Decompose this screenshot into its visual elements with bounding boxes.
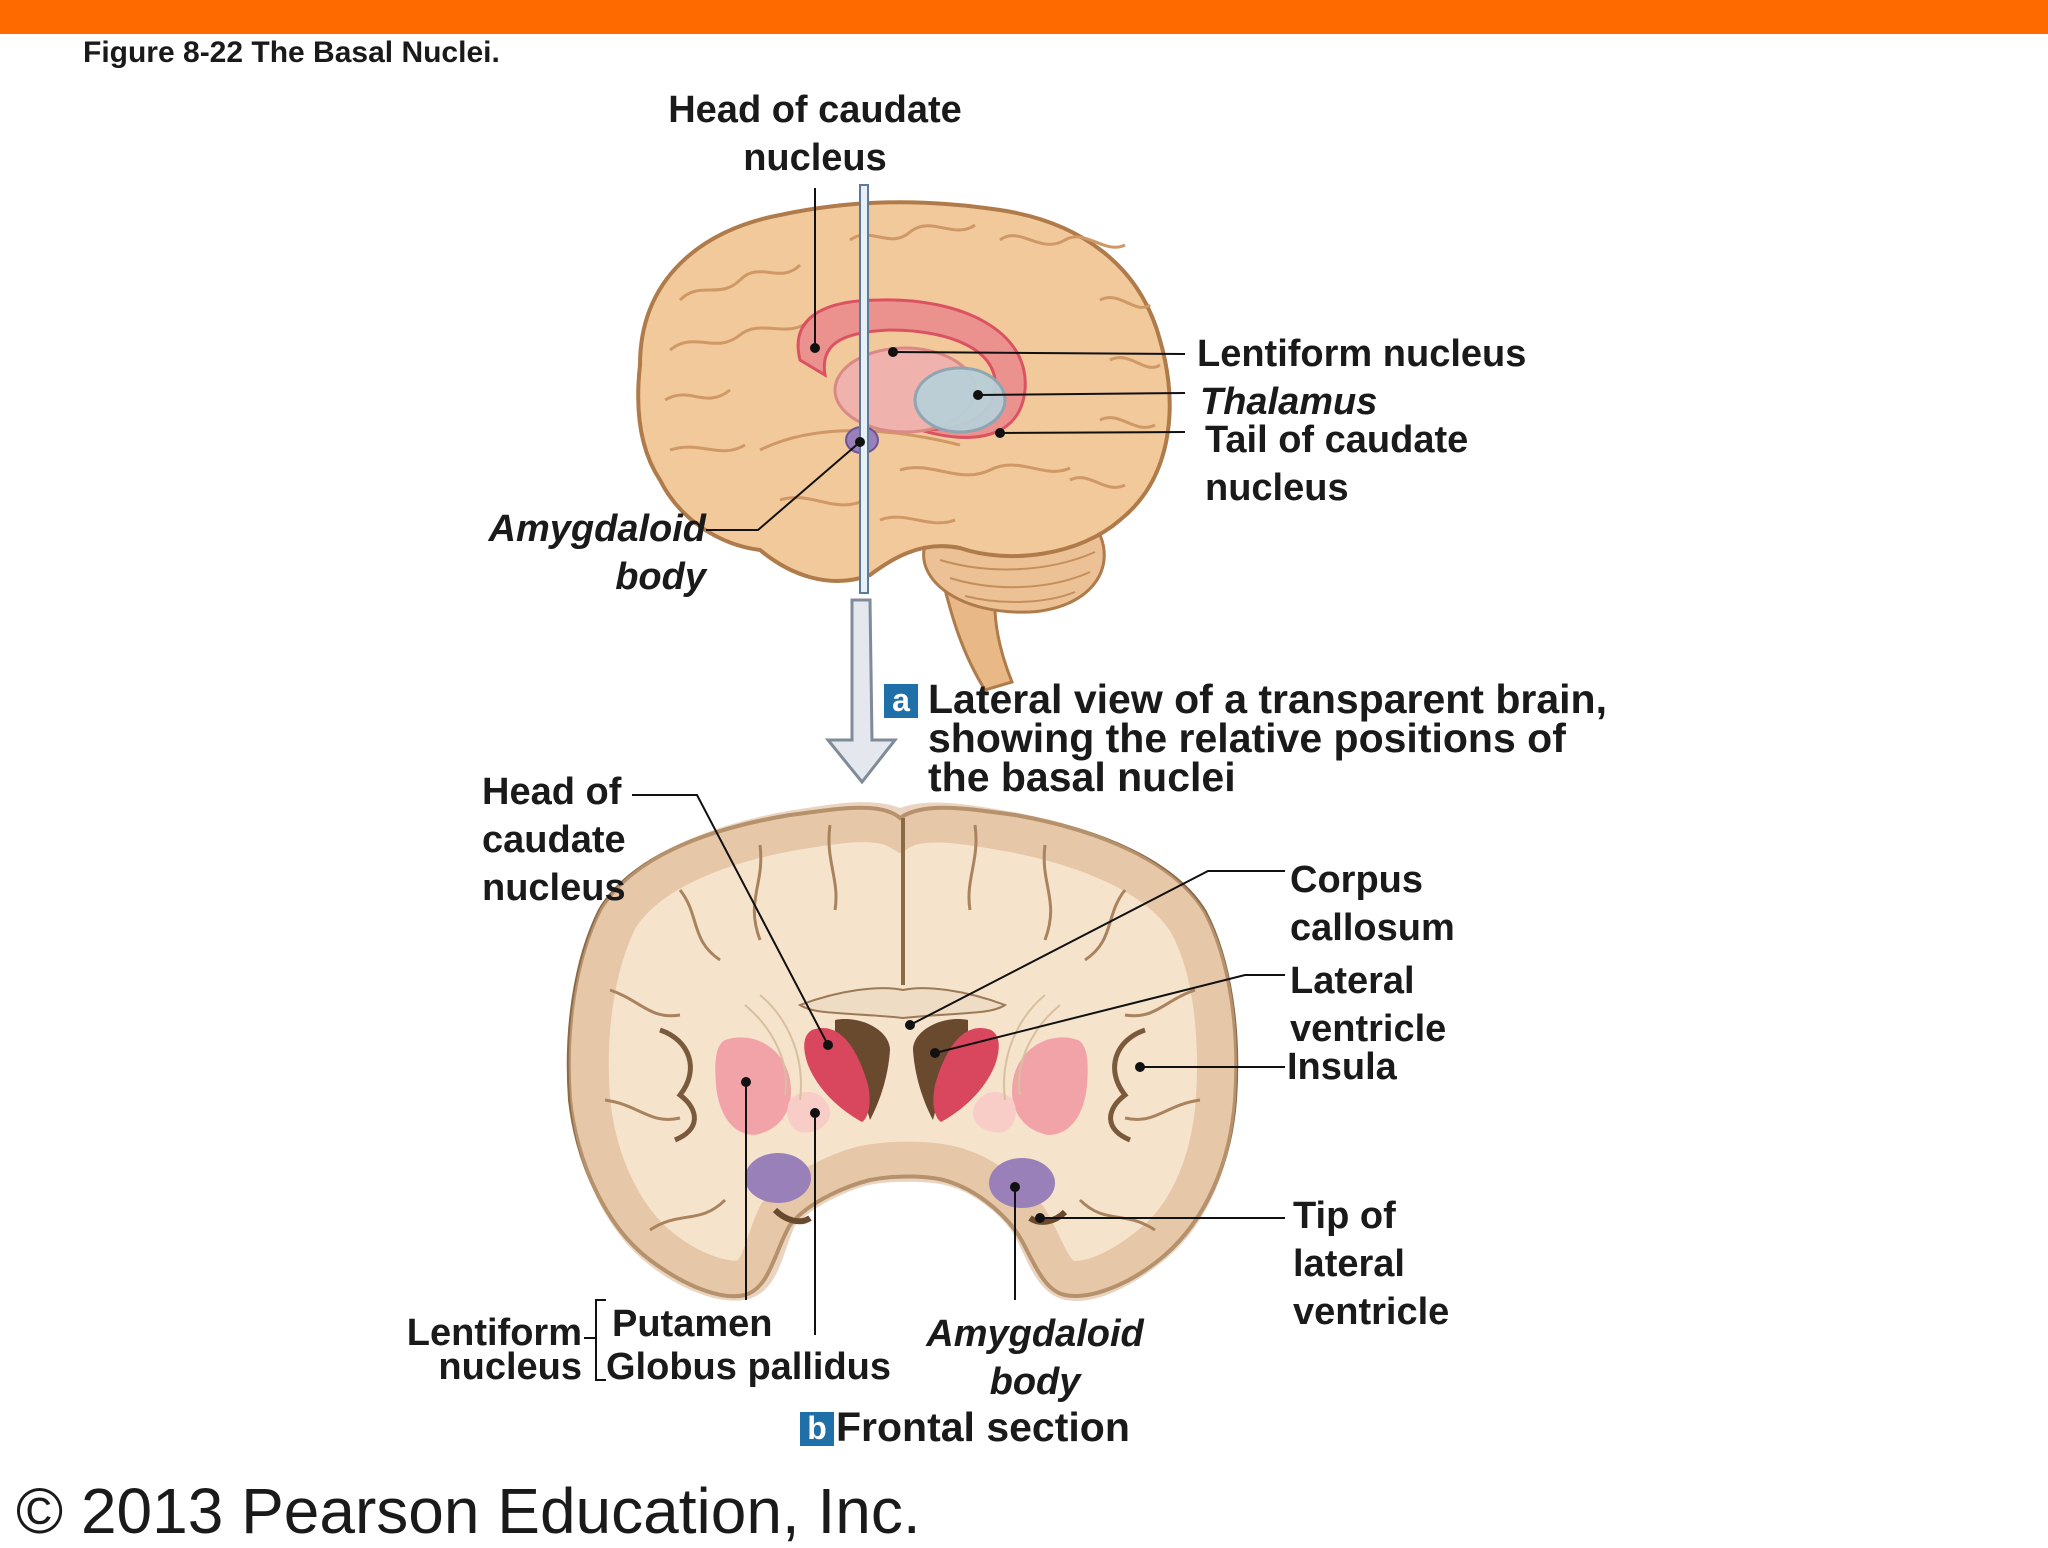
accent-bar bbox=[0, 0, 2048, 34]
amygdaloid-body-right bbox=[989, 1158, 1055, 1208]
label-insula-b: Insula bbox=[1287, 1046, 1397, 1088]
copyright-notice: © 2013 Pearson Education, Inc. bbox=[16, 1475, 921, 1547]
label-lentiform-b: Lentiform nucleus bbox=[406, 1312, 582, 1388]
label-amygdaloid-b: Amygdaloid body bbox=[926, 1313, 1144, 1403]
putamen-left bbox=[715, 1037, 791, 1135]
internal-capsule-fibers bbox=[744, 994, 1061, 1101]
label-head-of-caudate-b: Head of caudate nucleus bbox=[482, 771, 626, 909]
section-plane-marker bbox=[859, 184, 869, 594]
label-corpus-callosum-b: Corpus callosum bbox=[1290, 859, 1455, 949]
insula-left bbox=[659, 1027, 697, 1143]
panel-a-leaders bbox=[706, 188, 1186, 531]
caudate-head-left bbox=[804, 1028, 870, 1122]
label-head-of-caudate-a: Head of caudate nucleus bbox=[668, 89, 962, 179]
panel-a-badge: a bbox=[884, 684, 918, 718]
cerebral-cortex bbox=[568, 802, 1237, 1301]
amygdaloid-body-left bbox=[745, 1153, 811, 1203]
putamen-right bbox=[1012, 1037, 1088, 1135]
sulci bbox=[604, 824, 1201, 1232]
caudate-head-right bbox=[933, 1028, 999, 1122]
panel-b-leaders bbox=[584, 794, 1285, 1381]
corpus-callosum bbox=[797, 987, 1008, 1020]
figure-title: Figure 8-22 The Basal Nuclei. bbox=[83, 36, 500, 69]
label-amygdaloid-a: Amygdaloid body bbox=[488, 508, 706, 598]
globus-pallidus-left bbox=[787, 1091, 831, 1133]
label-thalamus-a: Thalamus bbox=[1200, 381, 1378, 423]
label-tip-of-lateral-ventricle-b: Tip of lateral ventricle bbox=[1293, 1195, 1450, 1333]
label-lateral-ventricle-b: Lateral ventricle bbox=[1290, 960, 1447, 1050]
insula-right bbox=[1108, 1027, 1146, 1143]
ventricle-tip-left bbox=[772, 1207, 812, 1225]
panel-b-badge: b bbox=[800, 1412, 834, 1446]
section-arrow bbox=[824, 598, 899, 785]
globus-pallidus-right bbox=[972, 1091, 1016, 1133]
label-lentiform-a: Lentiform nucleus bbox=[1197, 333, 1527, 375]
lateral-brain-view bbox=[636, 184, 1172, 785]
frontal-section-view bbox=[566, 802, 1239, 1301]
label-tail-of-caudate-a: Tail of caudate nucleus bbox=[1205, 419, 1469, 509]
label-putamen-b: Putamen bbox=[612, 1303, 773, 1345]
ventricle-tip-right bbox=[1028, 1209, 1068, 1225]
label-globus-pallidus-b: Globus pallidus bbox=[606, 1346, 892, 1388]
thalamus bbox=[913, 366, 1007, 434]
caudate-nucleus bbox=[796, 298, 1027, 439]
